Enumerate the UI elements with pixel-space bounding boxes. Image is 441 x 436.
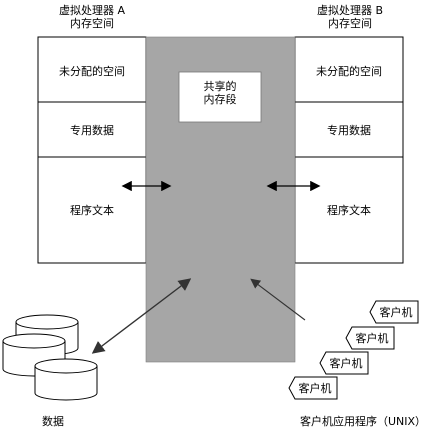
vp-a-cell-program-text: 程序文本 — [70, 204, 114, 217]
vp-a-cell-unallocated: 未分配的空间 — [59, 65, 125, 78]
vp-b-cell-private-data: 专用数据 — [327, 124, 371, 137]
vp-a-memory — [37, 36, 147, 264]
client-tag-1-shape — [369, 300, 419, 324]
vp-b-frame — [294, 36, 404, 264]
client-tags — [288, 300, 419, 400]
vp-b-subtitle-line: 内存空间 — [327, 17, 372, 30]
vp-a-title: 虚拟处理器 A 内存空间 — [59, 4, 125, 30]
arrow-data-shared — [91, 278, 192, 354]
data-label: 数据 — [42, 415, 64, 428]
vp-b-title-line: 虚拟处理器 B — [316, 4, 384, 17]
shared-segment-line-1: 共享的 — [203, 80, 237, 93]
shared-segment-line-2: 内存段 — [203, 93, 237, 106]
client-tag-1-label: 客户机 — [379, 306, 413, 319]
vp-b-title: 虚拟处理器 B 内存空间 — [317, 4, 383, 30]
client-tag-4-label: 客户机 — [298, 382, 332, 395]
clients-caption: 客户机应用程序（UNIX） — [300, 415, 427, 428]
vp-b-cell-program-text: 程序文本 — [327, 204, 371, 217]
vp-b-memory — [294, 36, 404, 264]
client-tag-4-shape — [288, 376, 338, 400]
cylinder-3 — [34, 358, 98, 401]
shared-segment-box — [178, 71, 262, 123]
shared-segment-label: 共享的 内存段 — [204, 80, 237, 106]
vp-a-subtitle-line: 内存空间 — [70, 17, 114, 30]
arrow-clients-shared — [250, 278, 306, 321]
vp-a-title-line: 虚拟处理器 A — [58, 4, 126, 17]
vp-a-frame — [37, 36, 147, 264]
vp-a-cell-private-data: 专用数据 — [70, 124, 114, 137]
vp-b-cell-unallocated: 未分配的空间 — [316, 65, 382, 78]
client-tag-2-label: 客户机 — [355, 332, 389, 345]
client-tag-3-label: 客户机 — [329, 357, 363, 370]
client-tag-3-shape — [319, 351, 369, 375]
database-icon — [2, 314, 98, 401]
client-tag-2-shape — [345, 326, 395, 350]
